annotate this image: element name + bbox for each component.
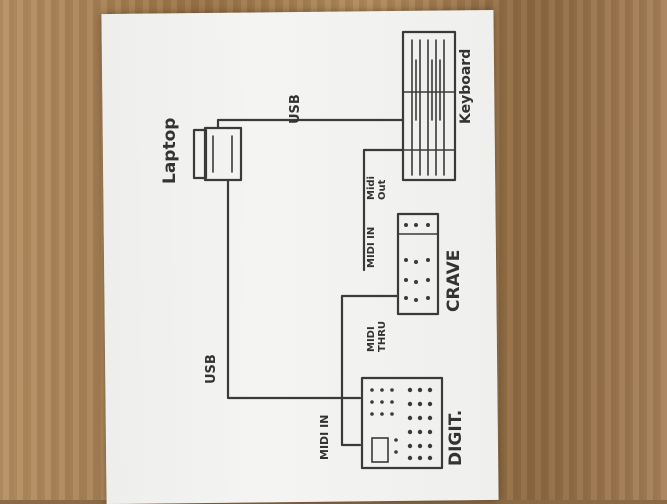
usb-cable-laptop-keyboard (216, 118, 405, 130)
usb-label-top: USB (288, 94, 303, 124)
digit-label: DIGIT. (446, 409, 466, 466)
keyboard-body (401, 30, 457, 182)
digit-drawing (360, 376, 444, 470)
midi-cable-keyboard-crave (362, 148, 405, 272)
crave-knobs (404, 223, 430, 302)
keyboard-midi-out-label: Midi Out (366, 176, 388, 200)
crave-midi-thru-label: MIDI THRU (366, 320, 388, 352)
digit-buttons (370, 387, 433, 461)
laptop-label: Laptop (160, 117, 180, 184)
digit-body (360, 376, 444, 470)
crave-label: CRAVE (444, 249, 464, 312)
crave-midi-in-label: MIDI IN (366, 226, 377, 268)
digit-screen (371, 437, 389, 463)
laptop-screen (203, 126, 243, 182)
usb-cable-laptop-digit (226, 178, 362, 400)
keyboard-keys (411, 39, 445, 176)
midi-cable-crave-digit (340, 294, 400, 447)
crave-drawing (396, 212, 440, 316)
keyboard-label: Keyboard (458, 48, 474, 124)
laptop-drawing (192, 126, 243, 182)
keyboard-drawing (401, 30, 457, 182)
digit-midi-in-label: MIDI IN (318, 414, 331, 460)
crave-body (396, 212, 440, 316)
usb-label-left: USB (204, 354, 219, 384)
laptop-base (192, 128, 208, 180)
